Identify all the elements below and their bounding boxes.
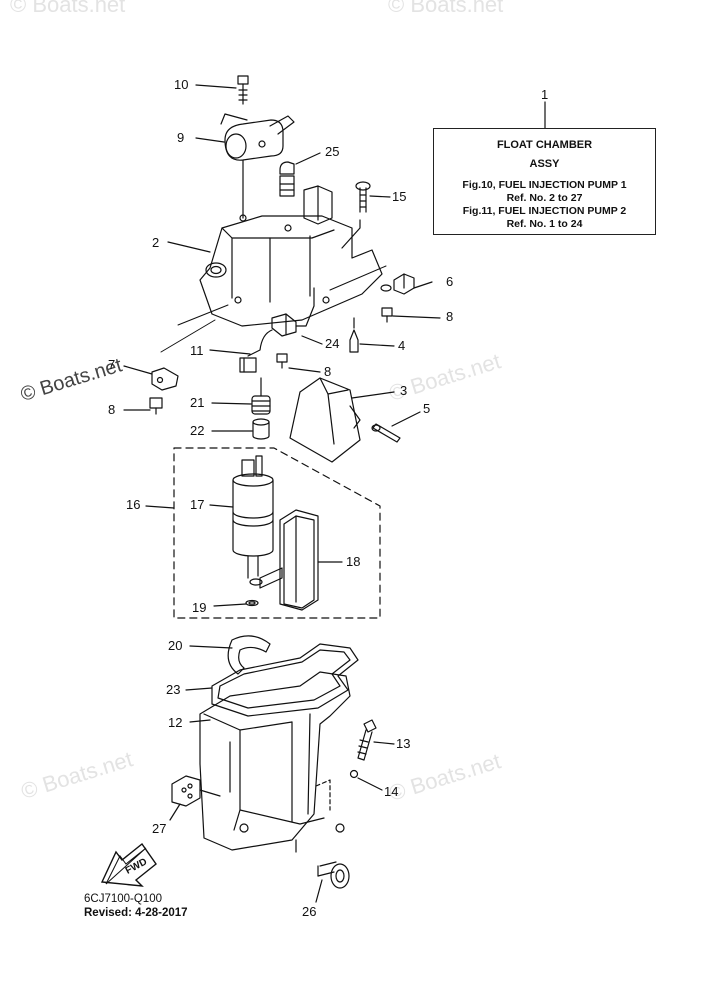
title-box-title: FLOAT CHAMBER xyxy=(496,139,593,151)
callout-15[interactable]: 15 xyxy=(392,189,407,204)
title-box-line3: Fig.11, FUEL INJECTION PUMP 2 xyxy=(462,205,627,217)
diagram-code: 6CJ7100-Q100 xyxy=(84,893,162,905)
part-21-damper xyxy=(251,395,271,415)
part-13-screw xyxy=(357,719,377,761)
part-18-filter xyxy=(249,509,319,611)
part-15-screw xyxy=(355,181,371,213)
part-25-fitting xyxy=(279,161,295,197)
leader-25 xyxy=(295,152,321,165)
part-19-clip xyxy=(245,599,259,607)
leader-26 xyxy=(315,879,323,903)
leader-17 xyxy=(209,504,234,508)
callout-13[interactable]: 13 xyxy=(396,736,411,751)
title-box-subtitle: ASSY xyxy=(529,158,560,170)
leader-2 xyxy=(167,241,211,253)
leader-27 xyxy=(169,803,181,821)
leader-4 xyxy=(359,343,395,347)
callout-16[interactable]: 16 xyxy=(126,497,141,512)
leader-13 xyxy=(373,741,395,745)
leader-6 xyxy=(413,281,433,289)
watermark-top-right: © Boats.net xyxy=(388,0,504,17)
leader-3 xyxy=(351,391,395,399)
revision-date: Revised: 4-28-2017 xyxy=(84,907,188,919)
fwd-arrow-icon: FWD xyxy=(100,842,157,887)
callout-12[interactable]: 12 xyxy=(168,715,183,730)
callout-5[interactable]: 5 xyxy=(423,401,431,416)
leader-8-right xyxy=(392,315,441,319)
callout-21[interactable]: 21 xyxy=(190,395,205,410)
title-box-line4: Ref. No. 1 to 24 xyxy=(506,218,583,230)
callout-27[interactable]: 27 xyxy=(152,821,167,836)
title-box-line1: Fig.10, FUEL INJECTION PUMP 1 xyxy=(462,179,627,191)
callout-2[interactable]: 2 xyxy=(152,235,160,250)
callout-23[interactable]: 23 xyxy=(166,682,181,697)
callout-17[interactable]: 17 xyxy=(190,497,205,512)
part-8-screw-mid xyxy=(276,353,288,369)
part-24-clamp xyxy=(271,287,315,337)
callout-20[interactable]: 20 xyxy=(168,638,183,653)
leader-14 xyxy=(357,777,383,791)
center-line-7 xyxy=(160,319,216,353)
part-4-sensor xyxy=(349,317,359,353)
watermark-top-left: © Boats.net xyxy=(10,0,126,17)
callout-3[interactable]: 3 xyxy=(400,383,408,398)
assembly-16-boundary xyxy=(173,447,381,619)
callout-19[interactable]: 19 xyxy=(192,600,207,615)
part-12-float-chamber xyxy=(199,671,351,853)
callout-26[interactable]: 26 xyxy=(302,904,317,919)
callout-11[interactable]: 11 xyxy=(190,343,204,358)
center-line-left xyxy=(177,304,229,326)
part-14-oring xyxy=(349,769,359,779)
part-26-plug xyxy=(317,861,350,889)
part-22-grommet xyxy=(252,418,270,440)
callout-9[interactable]: 9 xyxy=(177,130,185,145)
part-8-screw-right xyxy=(380,284,393,323)
leader-7 xyxy=(123,365,153,375)
title-box-line2: Ref. No. 2 to 27 xyxy=(506,192,583,204)
callout-22[interactable]: 22 xyxy=(190,423,205,438)
part-27-connector xyxy=(171,775,221,807)
part-7-bracket xyxy=(151,367,179,391)
callout-25[interactable]: 25 xyxy=(325,144,340,159)
leader-9 xyxy=(195,137,225,143)
part-9-regulator xyxy=(220,113,295,161)
leader-8-mid xyxy=(288,367,321,373)
callout-8-right[interactable]: 8 xyxy=(446,309,454,324)
callout-18[interactable]: 18 xyxy=(346,554,361,569)
part-20-retainer xyxy=(227,635,271,675)
callout-1[interactable]: 1 xyxy=(541,87,549,102)
callout-8-mid[interactable]: 8 xyxy=(324,364,332,379)
callout-6[interactable]: 6 xyxy=(446,274,454,289)
title-box: FLOAT CHAMBER ASSY Fig.10, FUEL INJECTIO… xyxy=(433,128,656,235)
leader-19 xyxy=(213,603,247,607)
leader-11 xyxy=(209,349,251,355)
callout-7[interactable]: 7 xyxy=(108,357,116,372)
callout-24[interactable]: 24 xyxy=(325,336,340,351)
part-10-bolt xyxy=(237,75,249,105)
part-2-body xyxy=(199,185,383,327)
leader-16 xyxy=(145,505,175,509)
callout-8-left[interactable]: 8 xyxy=(108,402,116,417)
part-11-harness xyxy=(239,329,273,373)
part-17-fuel-pump xyxy=(232,455,274,579)
leader-24 xyxy=(301,335,323,345)
part-23-gasket xyxy=(211,643,359,717)
leader-10 xyxy=(195,84,237,89)
leader-5 xyxy=(391,411,421,427)
leader-15 xyxy=(369,195,391,198)
callout-10[interactable]: 10 xyxy=(174,77,189,92)
leader-23 xyxy=(185,687,213,691)
leader-12 xyxy=(189,719,211,723)
part-3-cover xyxy=(289,377,361,463)
callout-14[interactable]: 14 xyxy=(384,784,399,799)
center-line-right xyxy=(329,265,387,291)
part-6-clip xyxy=(393,273,415,295)
part-5-pin xyxy=(371,423,401,443)
callout-4[interactable]: 4 xyxy=(398,338,406,353)
leader-20 xyxy=(189,645,233,649)
part-8-screw-left xyxy=(149,397,163,415)
leader-21 xyxy=(211,402,252,405)
